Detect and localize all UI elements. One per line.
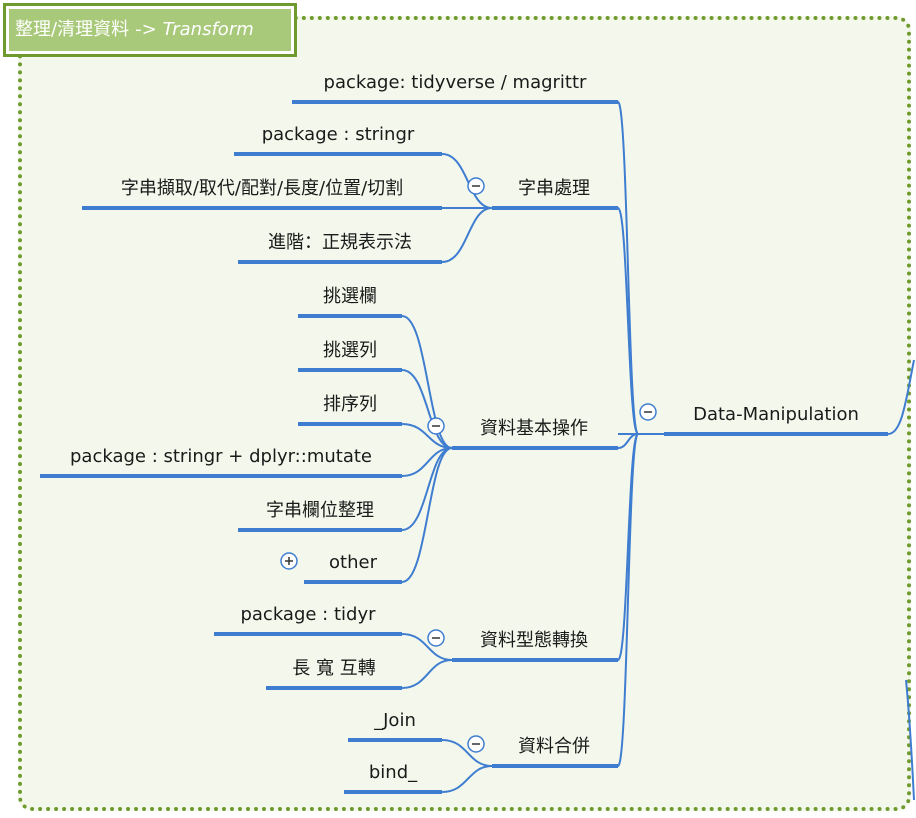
title-chinese: 整理/清理資料 — [15, 19, 130, 40]
leaf-other[interactable]: other — [329, 552, 377, 573]
branch-to-leaf-link-merge-1 — [441, 765, 493, 793]
leaf-string-ops[interactable]: 字串擷取/取代/配對/長度/位置/切割 — [120, 178, 404, 199]
branch-data-merge[interactable]: 資料合併 — [518, 736, 590, 757]
collapse-string-icon[interactable] — [467, 177, 485, 195]
leaf-select-columns[interactable]: 挑選欄 — [323, 286, 377, 307]
branch-to-leaf-link-basic-5 — [401, 447, 453, 583]
leaf-package-tidyr[interactable]: package : tidyr — [240, 604, 376, 625]
collapse-merge-icon[interactable] — [467, 735, 485, 753]
leaf-stringr-mutate[interactable]: package : stringr + dplyr::mutate — [70, 446, 372, 467]
collapse-root-icon[interactable] — [639, 403, 657, 421]
root-out-link-top — [887, 359, 915, 435]
root-out-link-bottom — [905, 679, 915, 801]
branch-to-leaf-link-string-2 — [441, 207, 493, 263]
branch-to-leaf-link-type-1 — [401, 659, 453, 689]
title-english: Transform — [162, 19, 254, 40]
leaf-bind[interactable]: bind_ — [368, 762, 418, 783]
leaf-regex[interactable]: 進階：正規表示法 — [268, 232, 412, 253]
toggle-buttons — [280, 177, 657, 753]
branch-to-leaf-link-merge-0 — [441, 739, 493, 767]
collapse-basic-icon[interactable] — [427, 417, 445, 435]
branch-basic-operations[interactable]: 資料基本操作 — [480, 418, 588, 439]
hub-to-branch-link-2 — [617, 433, 639, 449]
leaf-sort-rows[interactable]: 排序列 — [323, 394, 377, 415]
leaf-string-columns[interactable]: 字串欄位整理 — [266, 500, 374, 521]
root-node-label[interactable]: Data-Manipulation — [693, 404, 859, 425]
leaf-select-rows[interactable]: 挑選列 — [323, 340, 377, 361]
branch-string-processing[interactable]: 字串處理 — [518, 178, 590, 199]
branch-to-leaf-link-basic-2 — [401, 423, 453, 449]
title-arrow: -> — [135, 19, 157, 40]
branch-to-leaf-link-type-0 — [401, 633, 453, 661]
collapse-type-icon[interactable] — [427, 629, 445, 647]
leaf-join[interactable]: _Join — [374, 710, 416, 731]
leaf-package-stringr[interactable]: package : stringr — [261, 124, 415, 145]
branch-to-leaf-link-basic-0 — [401, 315, 453, 449]
expand-other-icon[interactable] — [280, 552, 298, 570]
node-underlines — [40, 100, 888, 794]
leaf-long-wide[interactable]: 長 寬 互轉 — [292, 658, 376, 679]
group-title-badge[interactable]: 整理/清理資料->Transform — [3, 3, 297, 57]
hub-to-branch-link-4 — [617, 433, 639, 767]
mindmap-links — [401, 101, 915, 801]
branch-to-leaf-link-basic-1 — [401, 369, 453, 449]
hub-to-branch-link-1 — [617, 207, 639, 435]
branch-to-leaf-link-string-0 — [441, 153, 493, 209]
branch-package-tidyverse[interactable]: package: tidyverse / magrittr — [323, 72, 587, 93]
branch-type-conversion[interactable]: 資料型態轉換 — [480, 630, 588, 651]
hub-to-branch-link-0 — [617, 101, 639, 435]
group-frame — [18, 16, 911, 811]
